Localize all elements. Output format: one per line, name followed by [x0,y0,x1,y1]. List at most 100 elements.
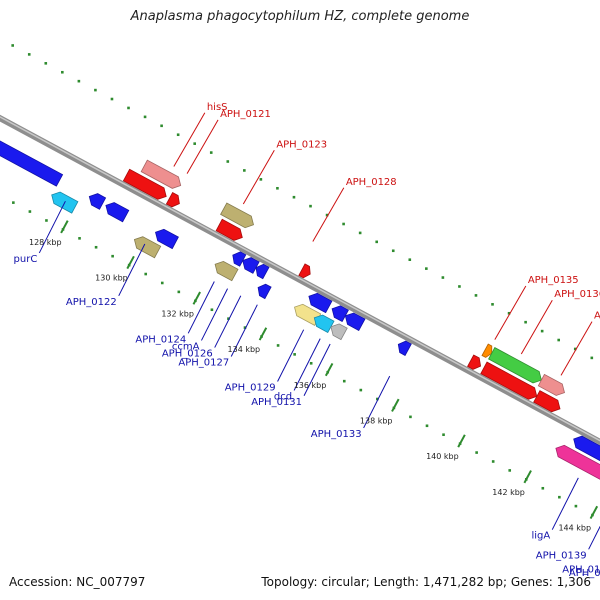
tick-dot [507,311,511,315]
tick-dot [243,326,247,329]
gene-label: APH_0129 [225,382,276,393]
tick-dot [94,88,97,92]
tick-dot [28,210,32,213]
tick-dot [524,320,527,324]
tick-dot [491,460,495,463]
gene-label: APH_0123 [276,139,327,150]
leader-line [118,243,146,297]
gene-label: APH_0122 [66,297,117,308]
tick-dot [574,504,578,508]
gene-label: APH_0133 [311,429,362,440]
tick-dot [375,240,378,244]
gene-feature-khaki [214,260,239,282]
leader-line [277,329,305,382]
gene-feature-khaki [133,236,162,259]
gene-feature-blue [232,251,247,267]
tick-label: 136 kbp [294,381,327,390]
leader-line [303,343,331,397]
tick-dot [94,245,98,249]
tick-dot [243,169,246,172]
leader-line [551,477,579,530]
gene-feature-red [165,191,180,208]
tick-dot [558,495,561,499]
tick-dot [44,62,48,65]
gene-label: APH_0127 [178,358,229,369]
gene-label: hisS [207,102,228,113]
tick-dot [508,469,512,472]
leader-line [173,112,206,167]
tick-dot [193,142,196,145]
gene-feature-blue [344,312,366,332]
gene-label: APH_0137 [594,311,600,322]
gene-label: APH_0128 [346,177,397,188]
leader-line [312,187,345,242]
genome-backbone [0,114,600,446]
gene-label: ccmA [172,341,200,352]
tick-dot [409,415,412,419]
gene-feature-blue [88,193,107,210]
leader-line [588,525,600,550]
tick-dot [176,133,180,137]
gene-feature-blue [308,292,333,314]
tick-dot [309,204,312,208]
gene-label: APH_0135 [528,275,579,286]
tick-dot [143,115,147,119]
leader-line [293,338,321,391]
backbone-highlight [0,116,600,442]
tick-label: 132 kbp [161,309,194,318]
leader-line [187,281,215,334]
tick-dot [11,44,14,47]
gene-feature-red [467,354,482,370]
tick-dot [160,281,164,285]
gene-feature-blue [242,257,260,274]
tick-dot [358,231,362,235]
gene-feature-grey [330,323,348,341]
gene-feature-pink [537,373,565,396]
tick-dot [325,213,329,217]
gene-feature-blue [573,435,600,462]
tick-dot [276,186,279,190]
gene-feature-red [215,218,243,241]
leader-line [214,295,242,348]
tick-mark [60,220,69,234]
gene-label: APH_0140 [562,565,600,576]
tick-dot [408,258,412,261]
tick-dot [359,388,363,392]
leader-line [186,119,219,174]
tick-dot [441,276,445,279]
tick-dot [45,219,48,222]
tick-dot [442,433,445,437]
gene-feature-red [533,390,561,413]
tick-mark [324,362,334,377]
leader-line [494,285,527,340]
gene-feature-khaki [220,202,254,229]
gene-label: APH_0136 [554,289,600,300]
gene-feature-blue [155,228,179,250]
leader-line [230,304,258,357]
gene-feature-magenta [555,444,600,480]
tick-dot [226,160,230,163]
tick-mark [258,327,268,341]
gene-feature-red [122,168,167,200]
tick-dot [474,294,478,297]
tick-dot [458,285,461,288]
tick-dot [111,254,114,258]
gene-feature-red [298,263,311,279]
gene-label: APH_0139 [536,550,587,561]
tick-dot [209,151,213,154]
tick-label: 134 kbp [228,345,261,354]
tick-mark [457,434,466,448]
tick-dot [293,353,296,356]
gene-label: APH_0131 [251,397,302,408]
gene-label: APH_0124 [135,334,186,345]
gene-feature-blue [257,283,272,300]
tick-marks [11,44,599,520]
gene-features [0,140,600,480]
tick-dot [78,237,81,240]
tick-dot [292,195,296,199]
gene-label: APH_0126 [162,349,213,360]
gene-feature-orange [481,343,493,358]
tick-mark [589,505,599,520]
tick-dot [210,308,214,312]
